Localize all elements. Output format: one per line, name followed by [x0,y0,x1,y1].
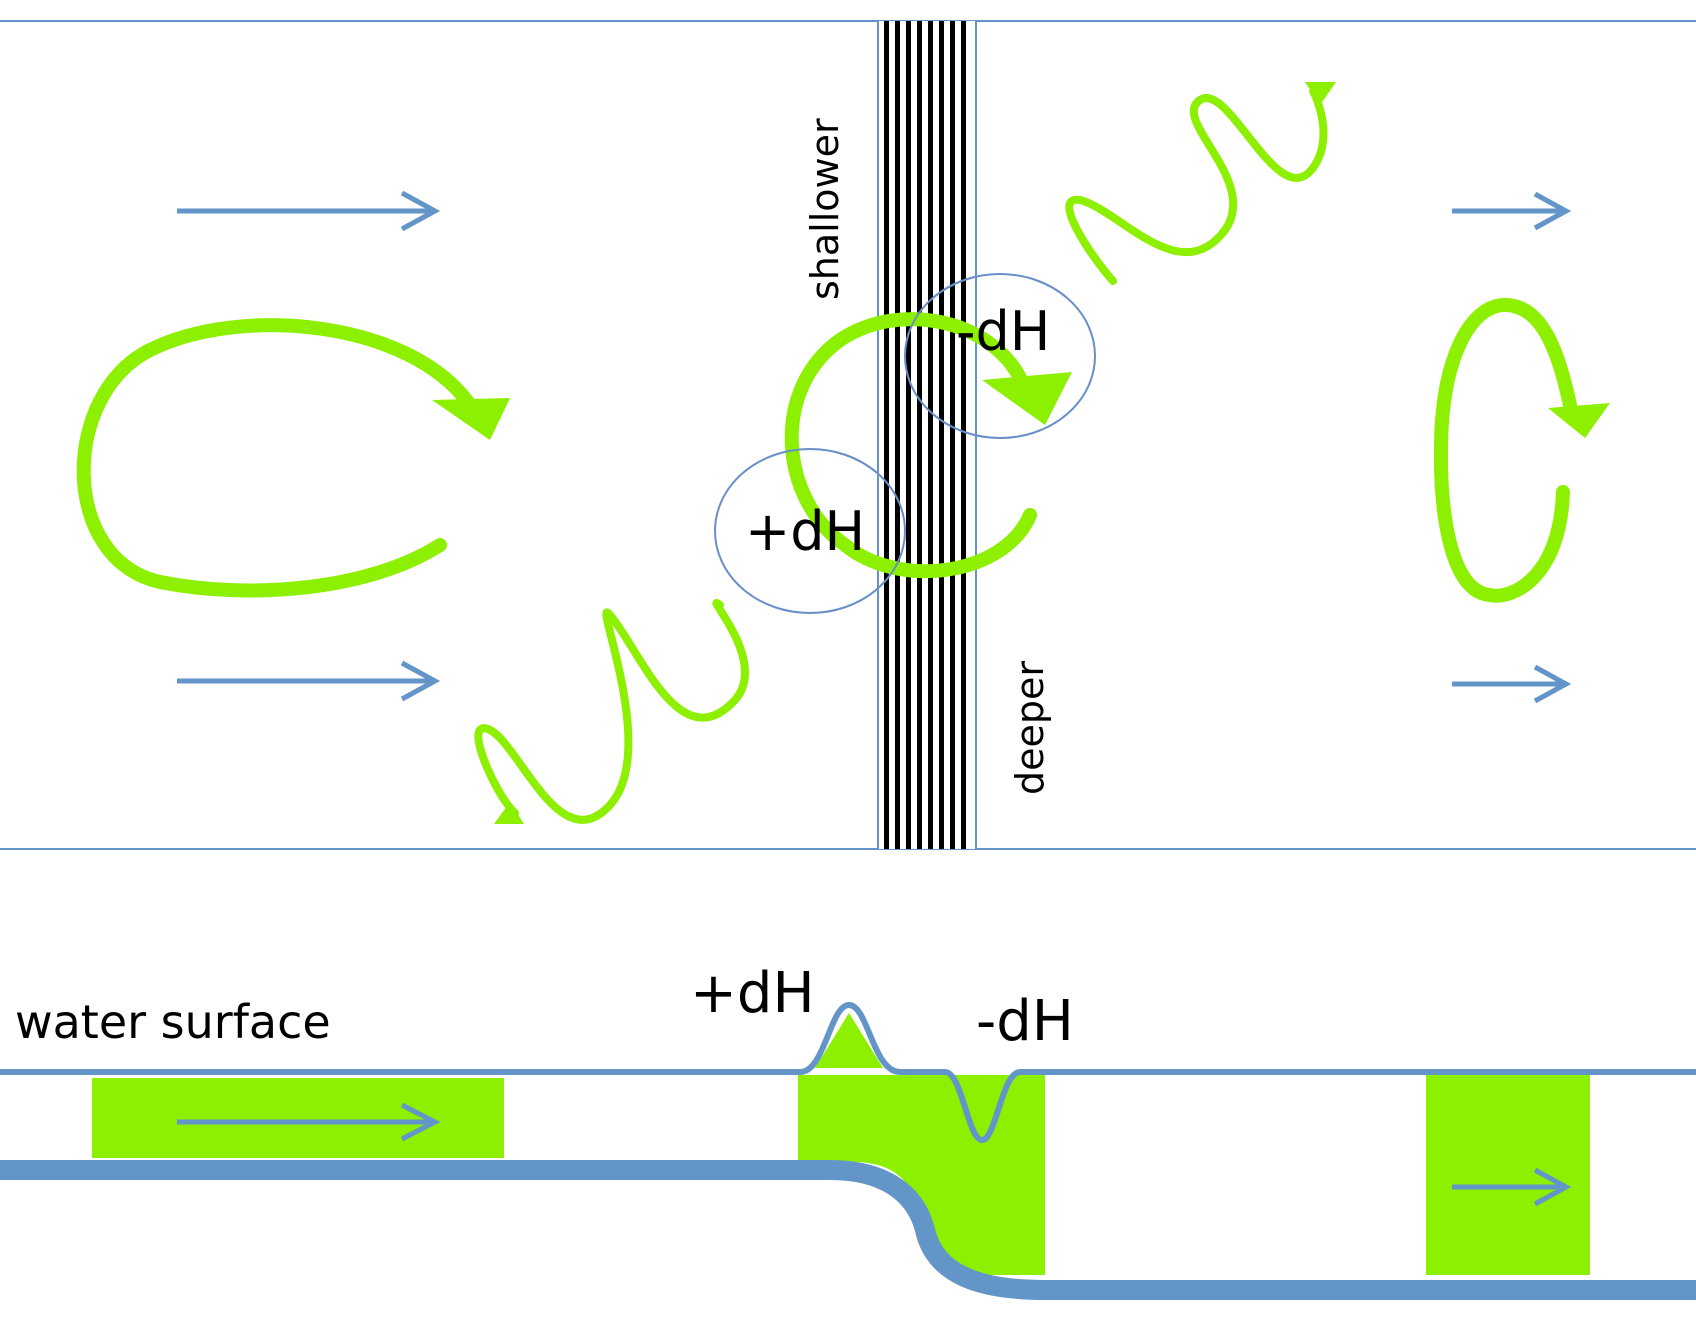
deeper-label: deeper [1008,661,1052,795]
arrow-right-icon [177,660,441,702]
wavy-arrow-icon [474,599,749,824]
water-surface-label: water surface [15,995,331,1049]
depth-contour-band [877,21,977,849]
right-water-column [1426,1075,1590,1275]
minus-dh-circle [904,273,1096,439]
side-profile [0,1001,1696,1300]
shallower-label: shallower [803,118,847,300]
arrow-right-icon [177,190,441,232]
step-water-column [798,1075,1045,1275]
plus-dh-circle-label: +dH [745,500,865,563]
arrow-right-icon [1452,1167,1572,1207]
water-surface-line [0,1001,1696,1144]
circular-arrow-icon [784,312,1072,579]
sea-floor [0,1160,1696,1300]
circular-arrow-icon [1433,297,1610,603]
arrow-right-icon [1452,664,1572,704]
plus-dh-circle [714,448,906,614]
minus-dh-profile-label: -dH [976,989,1074,1054]
plus-dh-profile-label: +dH [690,961,815,1026]
positive-bump-fill [815,1013,883,1068]
arrow-right-icon [1452,191,1572,231]
circular-arrow-icon [76,318,510,598]
minus-dh-circle-label: -dH [956,300,1050,363]
wavy-arrow-icon [1065,82,1336,285]
left-water-column [92,1078,504,1158]
arrow-right-icon [177,1102,441,1142]
